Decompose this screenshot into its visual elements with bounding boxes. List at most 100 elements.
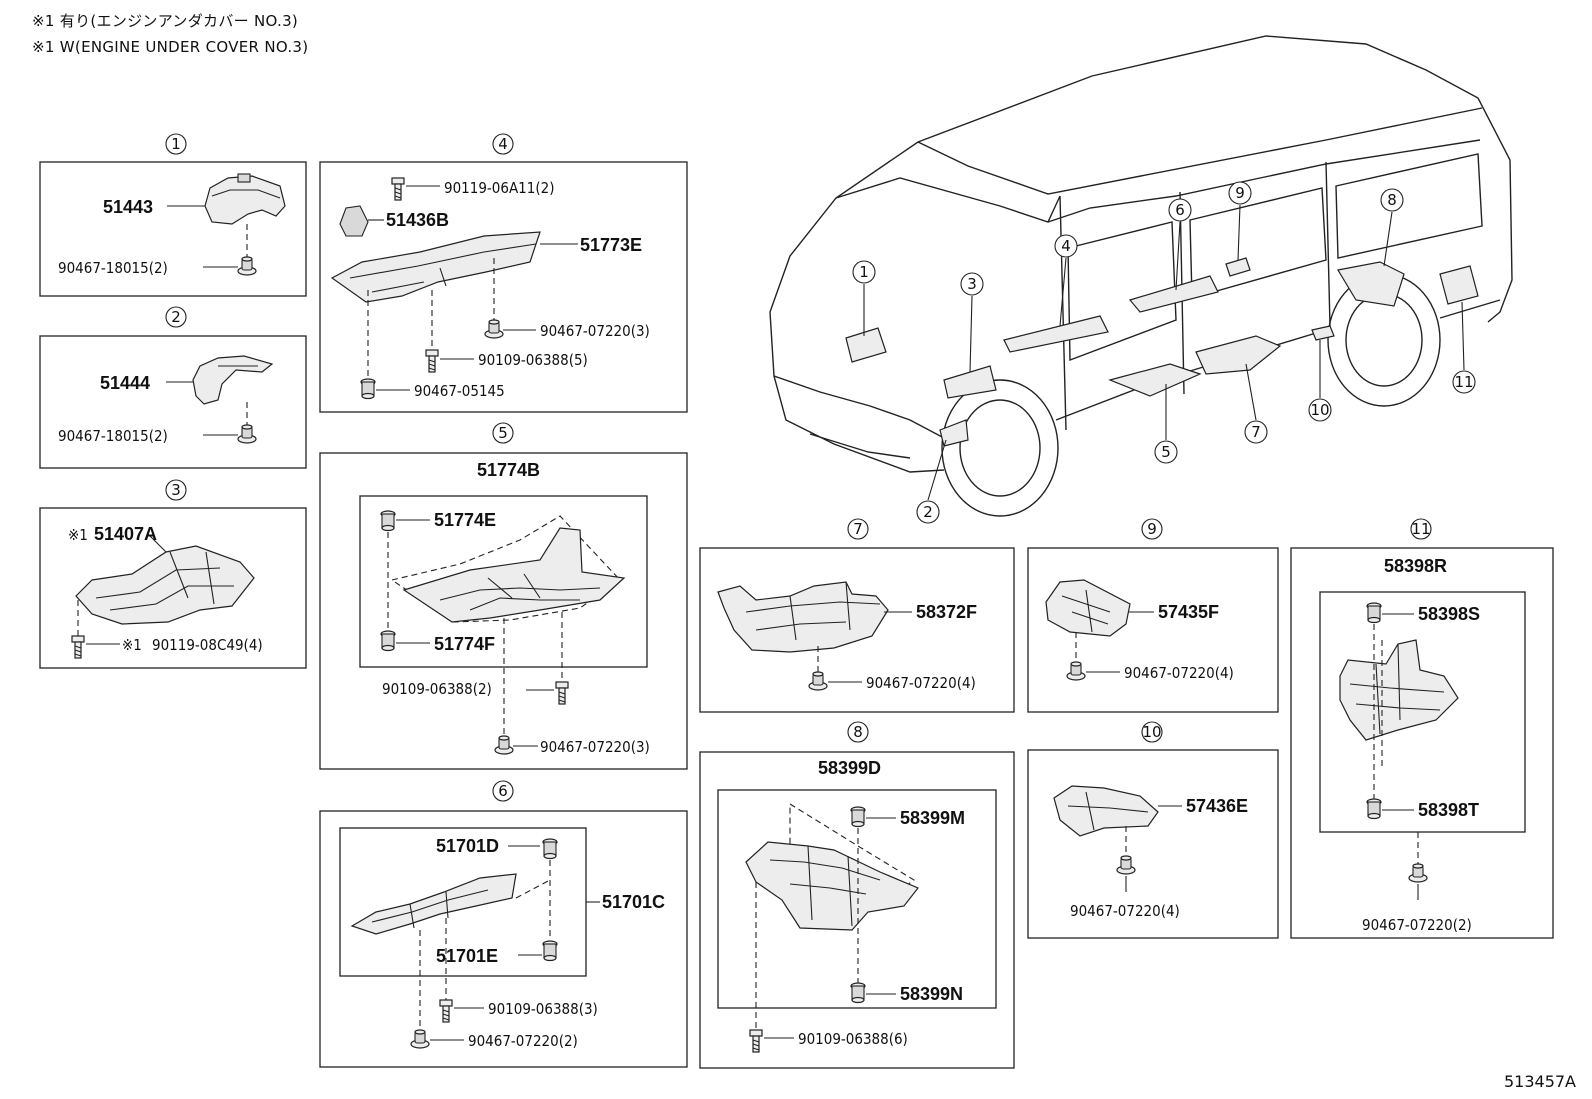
part-57435F-illustration: [1045, 579, 1131, 637]
group-box-9: [1027, 547, 1279, 713]
callout-5: 5: [492, 422, 514, 444]
label-90467-18015-g2: 90467-18015(2): [58, 427, 168, 445]
bolt-90119-06A11: [391, 177, 405, 201]
callout-10: 10: [1141, 721, 1163, 743]
van-callout-5: 5: [1154, 384, 1178, 464]
van-callout-2: 2: [916, 439, 947, 524]
svg-text:11: 11: [1411, 520, 1430, 538]
label-90109-06388-g4: 90109-06388(5): [478, 351, 588, 369]
label-90119-06A11: 90119-06A11(2): [444, 179, 554, 197]
note-english: ※1 W(ENGINE UNDER COVER NO.3): [32, 38, 309, 56]
svg-text:5: 5: [498, 424, 508, 442]
label-58399M: 58399M: [900, 808, 965, 828]
callout-1: 1: [165, 133, 187, 155]
label-90119-08C49: 90119-08C49(4): [152, 636, 263, 654]
svg-text:4: 4: [498, 135, 508, 153]
grommet-58399N: [850, 982, 866, 1004]
callout-2: 2: [165, 306, 187, 328]
label-58399N: 58399N: [900, 984, 963, 1004]
grommet-51774F: [380, 630, 396, 652]
clip-90467-18015-g1: [237, 256, 257, 276]
bolt-90109-06388-g8: [749, 1029, 763, 1053]
clip-90467-18015-g2: [237, 424, 257, 444]
clip-90467-07220-g4: [484, 319, 504, 339]
part-51407A-illustration: [75, 545, 255, 625]
label-90109-06388-g5: 90109-06388(2): [382, 680, 492, 698]
group-8-inner-box: [717, 789, 997, 1009]
label-90467-05145: 90467-05145: [414, 382, 505, 400]
clip-90467-07220-g9: [1066, 661, 1086, 681]
part-51773E-illustration: [330, 231, 541, 303]
label-90467-07220-g10: 90467-07220(4): [1070, 902, 1180, 920]
document-id: 513457A: [1503, 1072, 1576, 1091]
callout-6: 6: [492, 780, 514, 802]
callout-3: 3: [165, 479, 187, 501]
bolt-90119-08C49: [71, 635, 85, 659]
svg-text:9: 9: [1235, 184, 1245, 202]
part-51443-illustration: [204, 173, 286, 225]
label-90467-07220-g4: 90467-07220(3): [540, 322, 650, 340]
clip-90467-07220-g10: [1116, 855, 1136, 875]
van-callout-3: 3: [960, 272, 984, 373]
label-58398T: 58398T: [1418, 800, 1479, 820]
label-58399D: 58399D: [818, 758, 881, 778]
grommet-51701D: [542, 838, 558, 860]
note-marker-g3: ※1: [68, 526, 88, 544]
group-box-5: [319, 452, 688, 770]
grommet-58398S: [1366, 602, 1382, 624]
van-callout-10: 10: [1308, 340, 1332, 422]
group-box-8: [699, 751, 1015, 1069]
label-51701D: 51701D: [436, 836, 499, 856]
van-callout-1: 1: [852, 260, 876, 336]
group-box-7: [699, 547, 1015, 713]
part-58399D-illustration: [745, 841, 919, 931]
group-box-2: [39, 335, 307, 469]
label-51701E: 51701E: [436, 946, 498, 966]
group-box-3: [39, 507, 307, 669]
svg-text:3: 3: [967, 275, 977, 293]
van-callout-7: 7: [1244, 363, 1268, 444]
grommet-90467-05145: [360, 378, 376, 400]
part-51701C-illustration: [350, 873, 517, 935]
label-51774B: 51774B: [477, 460, 540, 480]
label-51774E: 51774E: [434, 510, 496, 530]
clip-90467-07220-g5: [494, 735, 514, 755]
svg-text:10: 10: [1310, 401, 1329, 419]
part-58398R-illustration: [1339, 639, 1459, 741]
label-51443: 51443: [103, 197, 153, 217]
grommet-58399M: [850, 806, 866, 828]
group-box-1: [39, 161, 307, 297]
grommet-58398T: [1366, 798, 1382, 820]
svg-text:3: 3: [171, 481, 181, 499]
svg-text:7: 7: [1251, 423, 1261, 441]
part-51436B-illustration: [339, 205, 369, 237]
label-51444: 51444: [100, 373, 150, 393]
svg-text:9: 9: [1147, 520, 1157, 538]
label-51436B: 51436B: [386, 210, 449, 230]
van-callout-8: 8: [1380, 188, 1404, 267]
label-51773E: 51773E: [580, 235, 642, 255]
part-58372F-illustration: [717, 581, 889, 653]
grommet-51774E: [380, 510, 396, 532]
label-90467-07220-g11: 90467-07220(2): [1362, 916, 1472, 934]
clip-90467-07220-g6: [410, 1029, 430, 1049]
label-57435F: 57435F: [1158, 602, 1219, 622]
callout-11: 11: [1410, 518, 1432, 540]
svg-text:2: 2: [171, 308, 181, 326]
svg-text:6: 6: [1175, 201, 1185, 219]
label-90467-07220-g5: 90467-07220(3): [540, 738, 650, 756]
label-51701C: 51701C: [602, 892, 665, 912]
group-5-inner-box: [359, 495, 648, 668]
clip-90467-07220-g7: [808, 671, 828, 691]
part-51444-illustration: [192, 355, 274, 405]
van-callout-6: 6: [1168, 198, 1192, 291]
grommet-51701E: [542, 940, 558, 962]
label-58372F: 58372F: [916, 602, 977, 622]
svg-text:7: 7: [853, 520, 863, 538]
van-overview-illustration: [769, 35, 1513, 517]
callout-8: 8: [847, 721, 869, 743]
bolt-90109-06388-g6: [439, 999, 453, 1023]
callout-4: 4: [492, 133, 514, 155]
label-58398R: 58398R: [1384, 556, 1447, 576]
